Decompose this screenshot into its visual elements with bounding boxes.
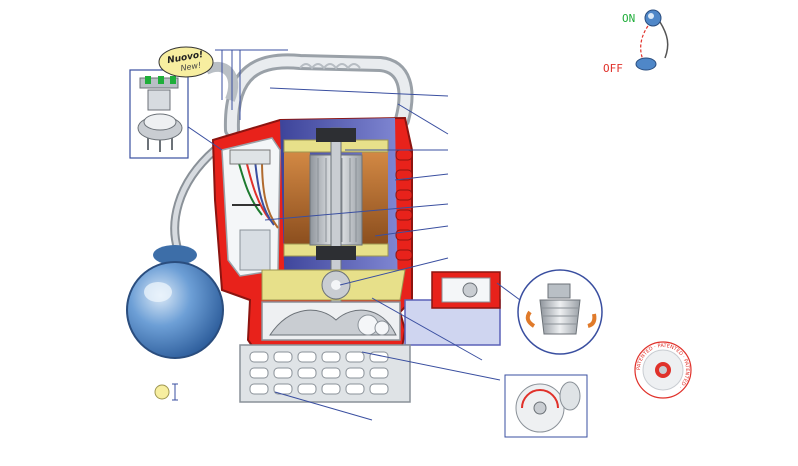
terminal-block-inset	[129, 69, 189, 159]
pump-body	[211, 116, 501, 403]
legend-marker	[154, 383, 178, 401]
cable-gland-zoom	[517, 269, 603, 355]
patent-seal-icon: PATENTED · PATENTED · PATENTED ·	[634, 341, 692, 399]
switch-off-label: OFF	[603, 62, 623, 75]
switch-on-label: ON	[622, 12, 635, 25]
float-switch	[126, 145, 224, 359]
float-switch-icon: ON OFF	[603, 9, 669, 75]
callout-leaders	[177, 49, 521, 421]
impeller-detail-inset	[504, 374, 588, 438]
badge-line-2: New!	[180, 60, 202, 72]
new-badge: Nuovo! New!	[158, 46, 214, 78]
